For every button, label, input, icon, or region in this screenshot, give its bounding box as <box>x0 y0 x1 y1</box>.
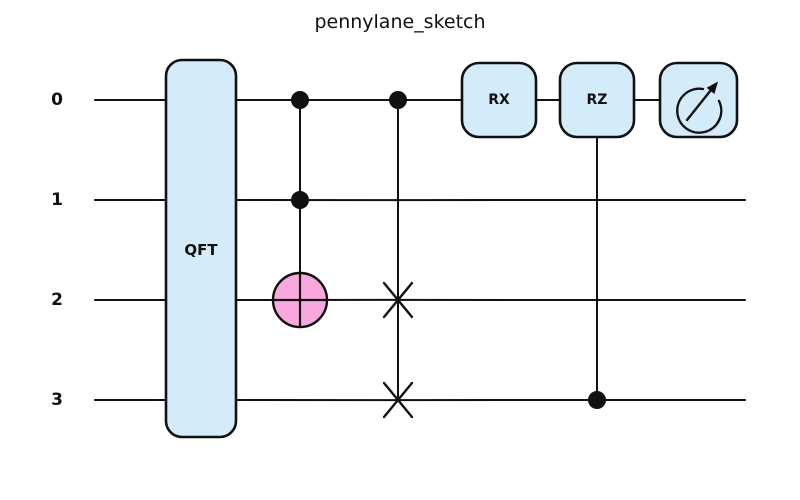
wire-label-0: 0 <box>51 90 63 110</box>
measurement-gate-box <box>658 61 739 139</box>
toffoli-control-dot-1 <box>291 191 309 209</box>
rz-gate-label: RZ <box>587 92 608 108</box>
qft-gate: QFT <box>164 58 238 439</box>
diagram-title: pennylane_sketch <box>314 11 485 33</box>
rz-gate-box <box>558 61 636 139</box>
measurement-arrowhead <box>706 81 718 94</box>
measurement-arc <box>676 87 723 134</box>
qft-gate-label: QFT <box>184 241 218 259</box>
measurement-gate <box>658 61 739 139</box>
swap-cross-wire2-line2 <box>382 281 414 319</box>
crz-gate: RZ <box>558 61 636 409</box>
cswap-control-dot <box>389 91 407 109</box>
wire-label-3: 3 <box>51 390 63 410</box>
swap-cross-wire3-line2 <box>382 381 414 419</box>
swap-cross-wire2 <box>382 281 414 319</box>
cswap-gate <box>382 91 414 419</box>
rx-gate-label: RX <box>488 92 510 108</box>
measurement-needle <box>685 88 713 122</box>
swap-cross-wire3 <box>382 381 414 419</box>
rx-gate: RX <box>460 61 538 139</box>
qft-gate-box <box>164 58 238 439</box>
rx-gate-box <box>460 61 538 139</box>
wire-label-1: 1 <box>51 190 63 210</box>
wire-label-2: 2 <box>51 290 63 310</box>
toffoli-gate <box>271 91 329 329</box>
crz-control-dot <box>588 391 606 409</box>
toffoli-control-dot-0 <box>291 91 309 109</box>
